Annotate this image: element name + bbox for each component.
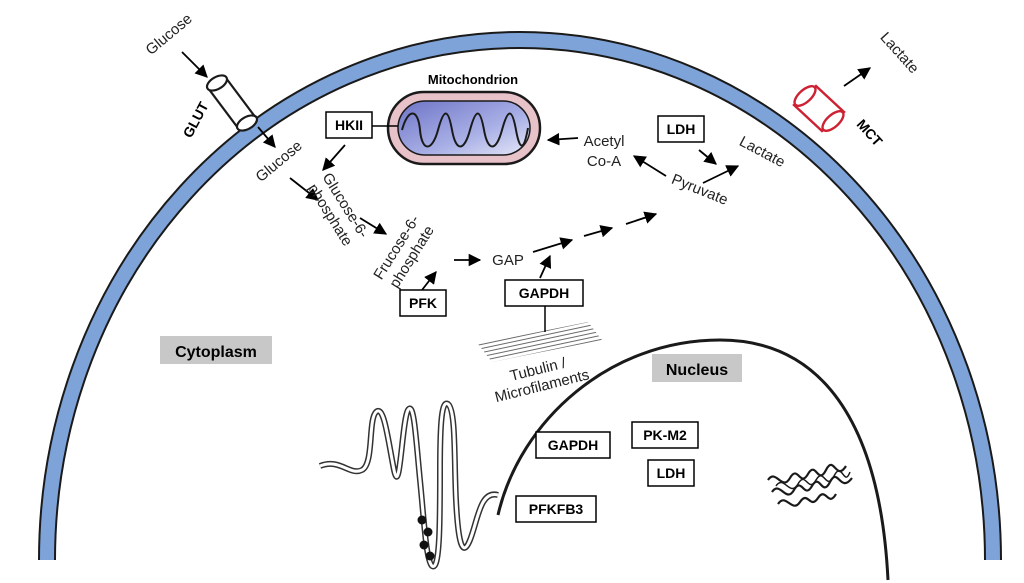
pfk-label: PFK bbox=[409, 295, 437, 311]
glucose-inside-label: Glucose bbox=[253, 137, 306, 185]
gapdh-box: GAPDH bbox=[504, 279, 584, 307]
nuclear-gapdh-label: GAPDH bbox=[548, 437, 599, 453]
pfk-box: PFK bbox=[399, 289, 447, 317]
nuclear-ldh-label: LDH bbox=[657, 465, 686, 481]
mrna-strand bbox=[318, 400, 499, 570]
nucleus-label-box bbox=[652, 354, 742, 382]
nuclear-pfkfb3-box: PFKFB3 bbox=[515, 495, 597, 523]
glut-label: GLUT bbox=[180, 99, 212, 141]
cytoplasm-label-box bbox=[160, 336, 272, 364]
chromatin bbox=[767, 463, 853, 507]
lactate-inside-label: Lactate bbox=[736, 133, 787, 171]
gapdh-label: GAPDH bbox=[519, 285, 570, 301]
mitochondrion-label: Mitochondrion bbox=[428, 72, 518, 87]
nuclear-gapdh-box: GAPDH bbox=[535, 431, 611, 459]
glucose-outside-label: Glucose bbox=[143, 10, 196, 58]
gap-label: GAP bbox=[492, 252, 524, 269]
lactate-outside-label: Lactate bbox=[877, 29, 923, 77]
ldh-label: LDH bbox=[667, 121, 696, 137]
acetyl-coa-label-line2: Co-A bbox=[587, 153, 621, 170]
mct-transporter bbox=[792, 84, 846, 133]
nuclear-pkm2-label: PK-M2 bbox=[643, 427, 687, 443]
cytoplasm-label: Cytoplasm bbox=[175, 344, 257, 361]
glut-transporter bbox=[205, 74, 259, 132]
hkii-box: HKII bbox=[325, 111, 373, 139]
pyruvate-label: Pyruvate bbox=[669, 171, 730, 209]
nuclear-pfkfb3-label: PFKFB3 bbox=[529, 501, 584, 517]
nuclear-pkm2-box: PK-M2 bbox=[631, 421, 699, 449]
microfilaments bbox=[478, 322, 602, 362]
hkii-label: HKII bbox=[335, 117, 363, 133]
mct-label: MCT bbox=[854, 116, 886, 150]
acetyl-coa-label-line1: Acetyl bbox=[584, 133, 625, 150]
nuclear-ldh-box: LDH bbox=[647, 459, 695, 487]
mitochondrion bbox=[386, 90, 542, 166]
pathway-arrows bbox=[181, 51, 872, 291]
nucleus-label: Nucleus bbox=[666, 362, 728, 379]
ldh-box: LDH bbox=[657, 115, 705, 143]
